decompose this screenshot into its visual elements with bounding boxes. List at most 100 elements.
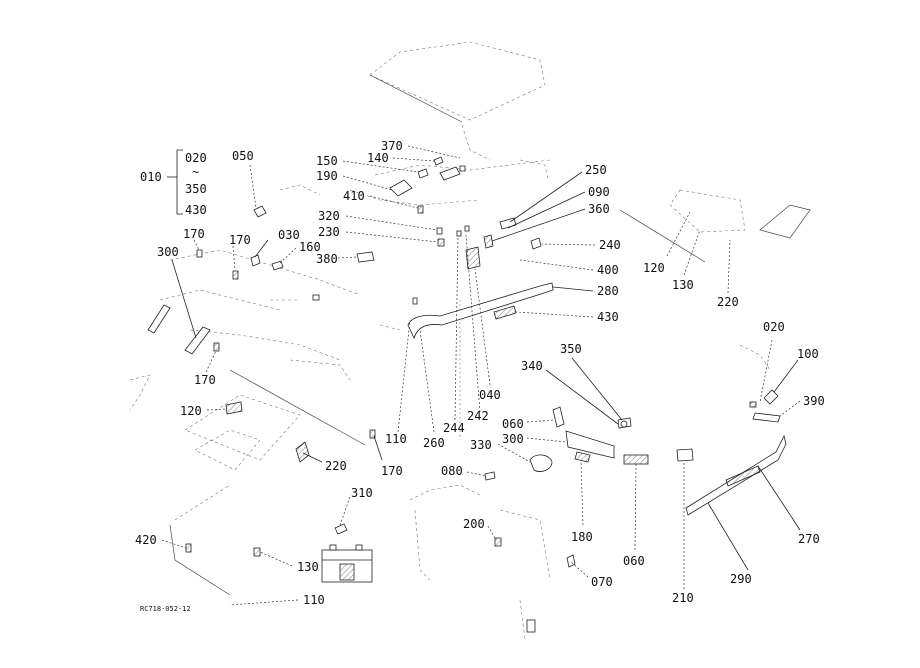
decal-170-left	[196, 249, 203, 258]
decal-140b	[459, 165, 466, 172]
decal-230	[437, 238, 445, 247]
label-120-b: 120	[180, 404, 202, 418]
label-080: 080	[441, 464, 463, 478]
decal-380	[356, 251, 375, 263]
label-010: 010	[140, 170, 162, 184]
decal-270	[725, 465, 761, 487]
label-090: 090	[588, 185, 610, 199]
decal-060-b	[623, 454, 649, 465]
label-200: 200	[463, 517, 485, 531]
label-160: 160	[299, 240, 321, 254]
decal-220-b	[295, 441, 310, 463]
decal-430	[493, 305, 517, 320]
label-020-b: 020	[763, 320, 785, 334]
label-220-b: 220	[325, 459, 347, 473]
label-170-a: 170	[183, 227, 205, 241]
decal-170-low	[213, 342, 220, 352]
label-430-b: 430	[597, 310, 619, 324]
label-410: 410	[343, 189, 365, 203]
label-030: 030	[278, 228, 300, 242]
decal-310	[334, 523, 348, 535]
label-260: 260	[423, 436, 445, 450]
decal-170-bottom	[369, 429, 376, 439]
decal-170-mid	[232, 270, 239, 280]
decal-370	[439, 166, 461, 181]
drawing-code: RC718-052-12	[140, 605, 191, 613]
decal-190	[389, 179, 413, 197]
decal-300-b	[184, 326, 211, 355]
decal-330	[529, 454, 553, 472]
label-390: 390	[803, 394, 825, 408]
label-280: 280	[597, 284, 619, 298]
label-060-b: 060	[623, 554, 645, 568]
battery	[321, 544, 373, 583]
label-050: 050	[232, 149, 254, 163]
label-290: 290	[730, 572, 752, 586]
label-240: 240	[599, 238, 621, 252]
decal-150	[417, 168, 429, 179]
decal-390	[752, 412, 781, 423]
label-150: 150	[316, 154, 338, 168]
decal-130-b	[253, 547, 261, 557]
label-350-range: 350	[185, 182, 207, 196]
label-220-a: 220	[717, 295, 739, 309]
leader-lines	[161, 145, 801, 606]
decal-200	[494, 537, 502, 547]
label-210: 210	[672, 591, 694, 605]
label-300-a: 300	[157, 245, 179, 259]
label-040: 040	[479, 388, 501, 402]
label-242: 242	[467, 409, 489, 423]
label-100: 100	[797, 347, 819, 361]
label-340: 340	[521, 359, 543, 373]
label-170-b: 170	[229, 233, 251, 247]
label-350-b: 350	[560, 342, 582, 356]
decal-140	[433, 156, 444, 166]
decal-040	[465, 246, 481, 270]
label-380: 380	[316, 252, 338, 266]
label-270: 270	[798, 532, 820, 546]
label-070: 070	[591, 575, 613, 589]
decal-180	[574, 451, 591, 463]
label-180: 180	[571, 530, 593, 544]
label-300-b: 300	[502, 432, 524, 446]
label-244: 244	[443, 421, 465, 435]
decal-120-b	[225, 401, 243, 415]
decals	[147, 156, 787, 583]
decal-210	[676, 448, 694, 462]
label-170-c: 170	[194, 373, 216, 387]
decal-small-b	[412, 297, 418, 305]
decal-080	[484, 471, 496, 481]
decal-020-b	[749, 401, 757, 408]
decal-350	[620, 420, 628, 428]
label-420: 420	[135, 533, 157, 547]
decal-160	[271, 260, 284, 271]
machine-sketch	[129, 41, 811, 641]
decal-290	[685, 434, 787, 516]
decal-410	[417, 205, 424, 214]
label-370: 370	[381, 139, 403, 153]
label-250: 250	[585, 163, 607, 177]
label-430-range-end: 430	[185, 203, 207, 217]
label-330: 330	[470, 438, 492, 452]
label-110-b: 110	[303, 593, 325, 607]
decal-050	[253, 205, 267, 218]
decal-280	[407, 282, 554, 340]
label-120-a: 120	[643, 261, 665, 275]
label-230: 230	[318, 225, 340, 239]
decal-090	[483, 234, 494, 249]
decal-sm-d	[464, 225, 470, 232]
label-310: 310	[351, 486, 373, 500]
label-060-a: 060	[502, 417, 524, 431]
range-separator: ~	[192, 165, 199, 179]
decal-240	[530, 237, 542, 250]
label-130-b: 130	[297, 560, 319, 574]
decal-320	[436, 227, 443, 235]
decal-070	[566, 554, 576, 568]
label-360: 360	[588, 202, 610, 216]
label-130-a: 130	[672, 278, 694, 292]
decal-sm-c	[456, 230, 462, 237]
callout-labels: 010 020 ~ 350 430 050 170 300 170 030 16…	[135, 139, 825, 613]
label-170-d: 170	[381, 464, 403, 478]
label-110-a: 110	[385, 432, 407, 446]
